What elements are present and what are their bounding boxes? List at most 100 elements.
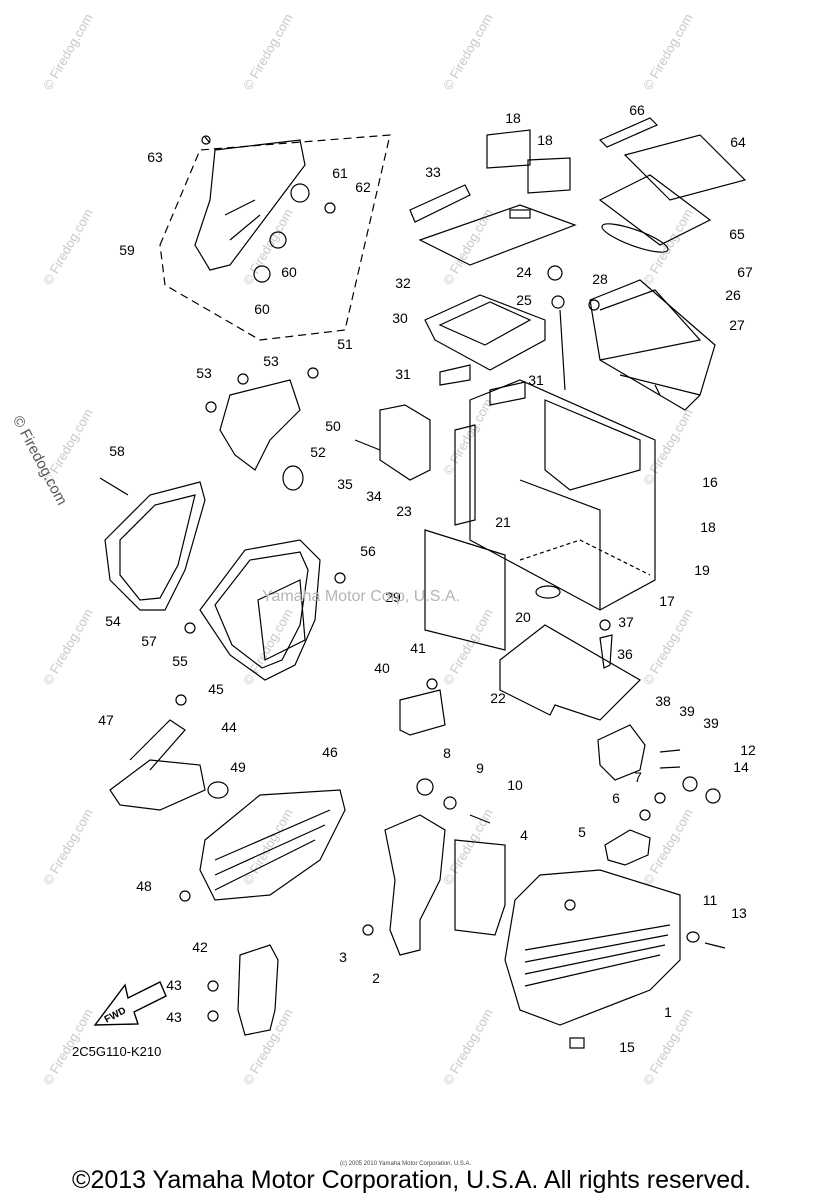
grommet-60a: [269, 231, 287, 249]
bolt-62: [324, 202, 336, 214]
grommet-12: [682, 776, 698, 792]
callout-number: 45: [208, 681, 224, 697]
callout-number: 3: [339, 949, 347, 965]
clip-15: [569, 1037, 585, 1049]
callout-number: 21: [495, 514, 511, 530]
box-27: [589, 279, 716, 411]
callout-number: 14: [733, 759, 749, 775]
washer-6: [639, 809, 651, 821]
bolt-24: [547, 265, 563, 281]
callout-number: 27: [729, 317, 745, 333]
callout-number: 23: [396, 503, 412, 519]
bolt-63: [201, 135, 211, 145]
callout-number: 31: [395, 366, 411, 382]
callout-number: 25: [516, 292, 532, 308]
callout-number: 54: [105, 613, 121, 629]
callout-number: 64: [730, 134, 746, 150]
callout-number: 8: [443, 745, 451, 761]
label-4: [454, 839, 506, 936]
callout-number: 47: [98, 712, 114, 728]
sheet-32: [418, 204, 577, 266]
bolt-10: [469, 814, 491, 824]
callout-number: 39: [703, 715, 719, 731]
center-watermark: Yamaha Motor Corp, U.S.A.: [262, 588, 460, 605]
callout-number: 18: [537, 132, 553, 148]
cover-64: [623, 134, 747, 201]
callout-number: 56: [360, 543, 376, 559]
bolt-35: [354, 439, 381, 451]
callout-number: 53: [196, 365, 212, 381]
screw-57: [184, 622, 196, 634]
callout-number: 33: [425, 164, 441, 180]
callout-number: 2: [372, 970, 380, 986]
tiny-copyright: (c) 2005 2010 Yamaha Motor Corporation, …: [340, 1161, 472, 1167]
callout-number: 5: [578, 824, 586, 840]
bolt-53a: [237, 373, 249, 385]
bolt-7: [654, 792, 666, 804]
pad-31b: [489, 381, 526, 406]
pad-31a: [439, 364, 471, 386]
group-59-outline: [159, 134, 391, 341]
stay-23: [454, 424, 476, 526]
callout-number: 18: [700, 519, 716, 535]
callout-number: 22: [490, 690, 506, 706]
bolt-39a: [659, 749, 681, 753]
bolt-43b: [207, 1010, 219, 1022]
callout-number: 13: [731, 905, 747, 921]
plate-22: [499, 624, 641, 721]
lock-5: [604, 829, 651, 866]
callout-number: 40: [374, 660, 390, 676]
bracket-2: [384, 814, 446, 956]
grommet-52: [282, 465, 304, 491]
callout-number: 7: [634, 769, 642, 785]
callout-number: 37: [618, 614, 634, 630]
bracket-38: [597, 724, 646, 781]
bracket-40: [399, 689, 446, 736]
bolt-13: [704, 942, 726, 949]
bolt-39b: [659, 766, 681, 769]
callout-number: 42: [192, 939, 208, 955]
collar-25: [551, 295, 565, 309]
callout-number: 62: [355, 179, 371, 195]
callout-number: 61: [332, 165, 348, 181]
callout-number: 12: [740, 742, 756, 758]
grommet-8: [416, 778, 434, 796]
callout-number: 43: [166, 1009, 182, 1025]
screw-28: [588, 299, 600, 311]
callout-number: 48: [136, 878, 152, 894]
screw-56: [334, 572, 346, 584]
callout-number: 28: [592, 271, 608, 287]
callout-number: 1: [664, 1004, 672, 1020]
callout-number: 43: [166, 977, 182, 993]
callout-number: 17: [659, 593, 675, 609]
bolt-51: [307, 367, 319, 379]
hose-36: [599, 634, 613, 669]
callout-number: 9: [476, 760, 484, 776]
callout-number: 39: [679, 703, 695, 719]
callout-number: 58: [109, 443, 125, 459]
fwd-arrow-icon: [93, 981, 167, 1026]
washer-11: [686, 931, 700, 943]
callout-number: 66: [629, 102, 645, 118]
bracket-42: [237, 944, 279, 1036]
bracket-50: [219, 379, 301, 471]
bolt-45: [175, 694, 187, 706]
callout-number: 38: [655, 693, 671, 709]
screw-48: [179, 890, 191, 902]
tray-30: [424, 294, 546, 371]
battery-box-16: [469, 379, 656, 611]
callout-number: 51: [337, 336, 353, 352]
callout-number: 57: [141, 633, 157, 649]
side-cover-46: [199, 789, 346, 901]
bracket-59: [194, 139, 306, 271]
exploded-parts-drawing: [93, 117, 747, 1049]
grommet-14: [705, 788, 721, 804]
callout-number: 36: [617, 646, 633, 662]
callout-number: 20: [515, 609, 531, 625]
side-cover-1: [504, 869, 681, 1026]
pad-18b: [527, 157, 571, 194]
callout-number: 53: [263, 353, 279, 369]
diagram-code: 2C5G110-K210: [72, 1044, 162, 1059]
callout-number: 32: [395, 275, 411, 291]
side-cover-54: [104, 481, 206, 611]
